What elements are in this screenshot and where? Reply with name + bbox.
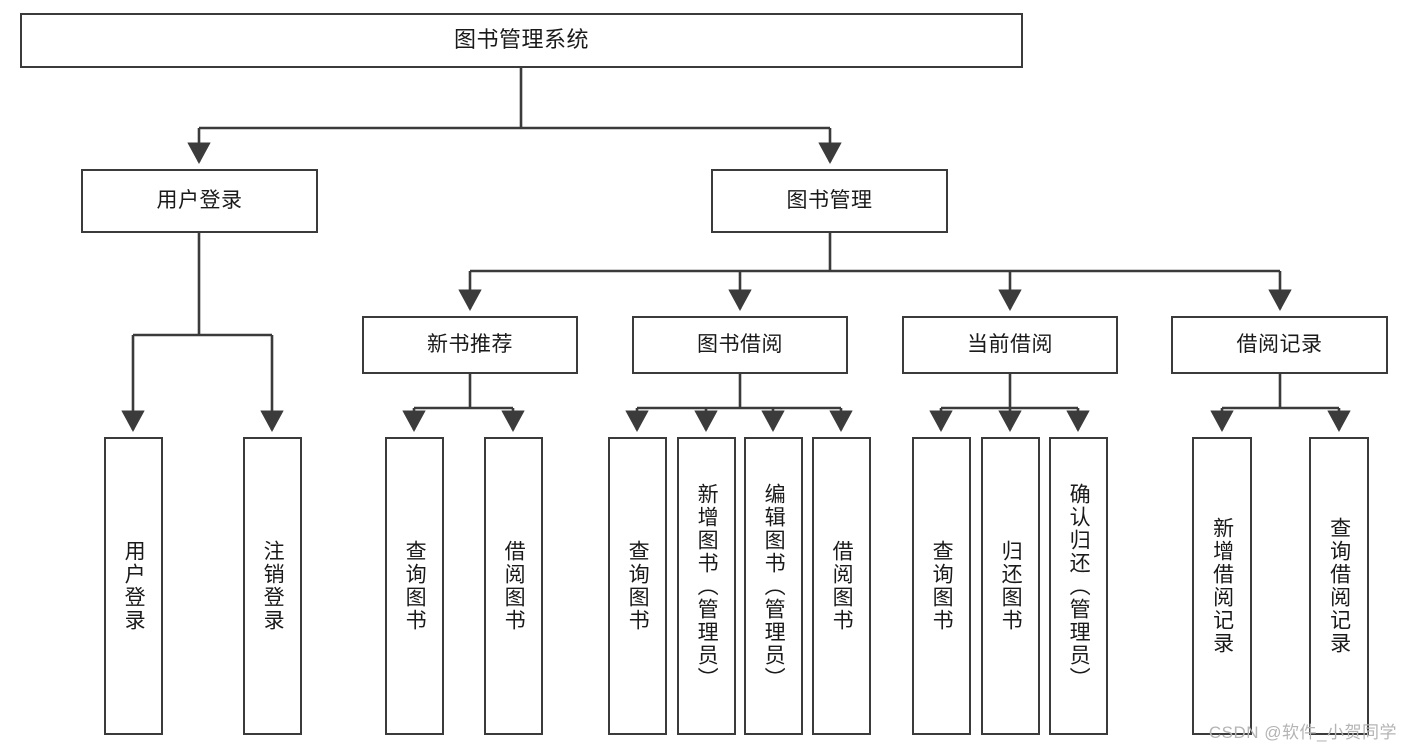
- node-leaf-edit-book[interactable]: 编辑图书（管理员）: [744, 437, 803, 735]
- node-leaf-user-logout[interactable]: 注销登录: [243, 437, 302, 735]
- node-leaf-query-book-3[interactable]: 查询图书: [912, 437, 971, 735]
- node-new-book-recommend[interactable]: 新书推荐: [362, 316, 578, 374]
- node-leaf-query-book-3-label: 查询图书: [930, 540, 954, 632]
- node-book-manage[interactable]: 图书管理: [711, 169, 948, 233]
- node-leaf-query-record-label: 查询借阅记录: [1327, 517, 1351, 655]
- node-leaf-borrow-book-1[interactable]: 借阅图书: [484, 437, 543, 735]
- node-new-book-recommend-label: 新书推荐: [427, 332, 513, 356]
- node-leaf-confirm-return-label: 确认归还（管理员）: [1067, 482, 1091, 690]
- node-root-label: 图书管理系统: [453, 27, 589, 53]
- node-leaf-query-book-1-label: 查询图书: [403, 540, 427, 632]
- node-leaf-return-book-label: 归还图书: [999, 540, 1023, 632]
- node-leaf-query-record[interactable]: 查询借阅记录: [1309, 437, 1369, 735]
- node-leaf-confirm-return[interactable]: 确认归还（管理员）: [1049, 437, 1108, 735]
- node-leaf-add-book[interactable]: 新增图书（管理员）: [677, 437, 736, 735]
- node-leaf-borrow-book-1-label: 借阅图书: [502, 540, 526, 632]
- node-leaf-borrow-book-2[interactable]: 借阅图书: [812, 437, 871, 735]
- node-leaf-return-book[interactable]: 归还图书: [981, 437, 1040, 735]
- node-book-manage-label: 图书管理: [786, 188, 873, 212]
- node-leaf-add-record-label: 新增借阅记录: [1210, 517, 1234, 655]
- node-leaf-user-logout-label: 注销登录: [261, 540, 285, 632]
- node-root[interactable]: 图书管理系统: [20, 13, 1023, 68]
- node-leaf-query-book-2-label: 查询图书: [626, 540, 650, 632]
- node-leaf-borrow-book-2-label: 借阅图书: [830, 540, 854, 632]
- node-current-borrow-label: 当前借阅: [967, 332, 1053, 356]
- node-leaf-user-login-label: 用户登录: [122, 540, 146, 632]
- node-leaf-add-record[interactable]: 新增借阅记录: [1192, 437, 1252, 735]
- node-leaf-query-book-2[interactable]: 查询图书: [608, 437, 667, 735]
- node-book-borrow[interactable]: 图书借阅: [632, 316, 848, 374]
- node-leaf-edit-book-label: 编辑图书（管理员）: [762, 482, 786, 690]
- node-current-borrow[interactable]: 当前借阅: [902, 316, 1118, 374]
- node-user-login[interactable]: 用户登录: [81, 169, 318, 233]
- node-leaf-user-login[interactable]: 用户登录: [104, 437, 163, 735]
- node-borrow-record-label: 借阅记录: [1236, 332, 1323, 356]
- node-user-login-label: 用户登录: [156, 188, 243, 212]
- node-leaf-add-book-label: 新增图书（管理员）: [695, 482, 719, 690]
- node-borrow-record[interactable]: 借阅记录: [1171, 316, 1388, 374]
- node-leaf-query-book-1[interactable]: 查询图书: [385, 437, 444, 735]
- node-book-borrow-label: 图书借阅: [697, 332, 783, 356]
